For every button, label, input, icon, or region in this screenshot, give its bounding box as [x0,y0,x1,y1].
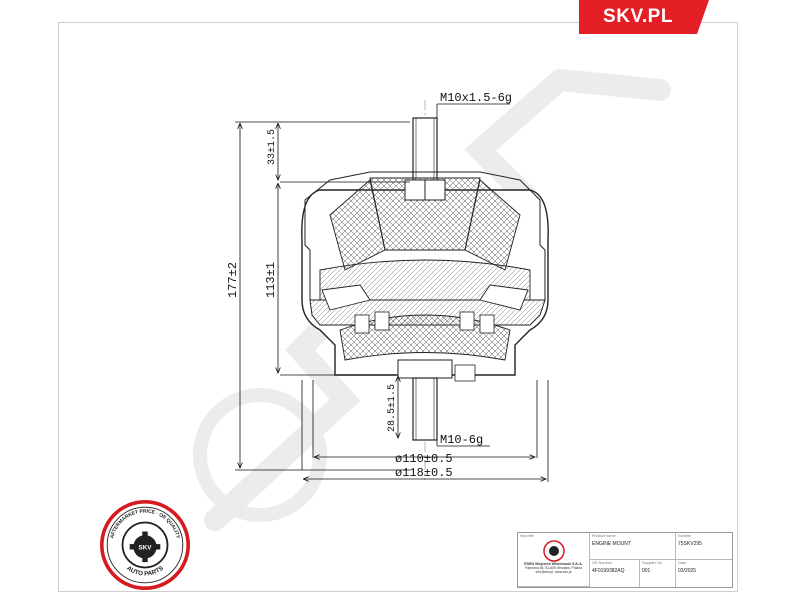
top-stud [412,117,438,183]
bottom-stud [412,377,438,441]
body-height-label: 113±1 [264,262,278,298]
top-thread-label: M10x1.5-6g [440,91,512,105]
inner-diameter-label: ø110±0.5 [395,452,453,466]
date-cell: Date 03/2025 [678,561,697,574]
title-block: Importer ESEN Wojciech Wiśniewski S.K.A.… [517,532,733,588]
importer-cell: Importer ESEN Wojciech Wiśniewski S.K.A.… [518,533,590,587]
outer-diameter-label: ø118±0.5 [395,466,453,480]
oe-number-cell: OE Number 4F0199382AQ [590,560,640,587]
overall-height-label: 177±2 [226,262,240,298]
drawing-frame [58,22,738,592]
dimension-lines [235,103,549,482]
product-name-cell: Product name ENGINE MOUNT [590,533,676,560]
bottom-thread-label: M10-6g [440,433,483,447]
inner-chambers [321,284,529,382]
top-stud-length-label: 33±1.5 [267,129,278,165]
part-number-cell: Number 75SKV295 [676,533,732,560]
supplier-cell: Supplier No. 001 [640,560,676,587]
quality-seal: SKV AFTERMARKET PRICE · OE QUALITY AUTO … [100,500,190,590]
skv-logo[interactable]: SKV.PL [579,0,709,34]
importer-logo-icon [542,540,565,562]
bottom-stud-length-label: 28.5±1.5 [387,384,398,432]
gear-icon [129,531,161,563]
rubber-core [319,177,531,301]
seal-center-text: SKV [139,545,153,552]
